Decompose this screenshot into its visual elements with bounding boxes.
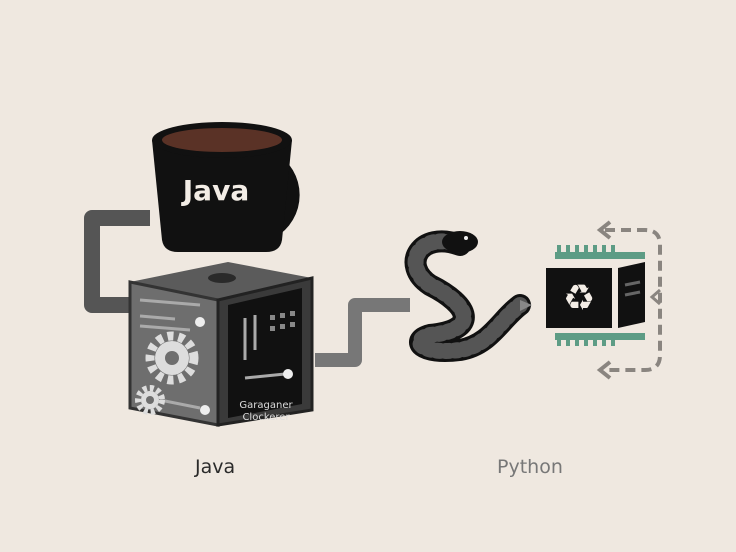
recycle-chip-icon: ♻	[546, 245, 645, 346]
small-gear-icon	[135, 385, 165, 415]
mug-label: Java	[181, 174, 249, 207]
python-snake-icon	[404, 230, 531, 362]
machine-cube-icon: Garaganer Clockerer	[128, 262, 314, 427]
gear-icon	[145, 331, 199, 385]
pipe-right	[315, 298, 410, 367]
java-label: Java	[195, 456, 236, 478]
machine-label-1: Garaganer	[239, 400, 293, 411]
arrow-icon	[520, 300, 532, 311]
machine-label-2: Clockerer	[242, 412, 290, 423]
svg-text:♻: ♻	[563, 278, 595, 319]
pipe-left	[84, 210, 150, 313]
loop-arrow	[605, 228, 662, 372]
coffee-mug-icon: Java	[152, 122, 300, 252]
python-label: Python	[497, 456, 563, 478]
